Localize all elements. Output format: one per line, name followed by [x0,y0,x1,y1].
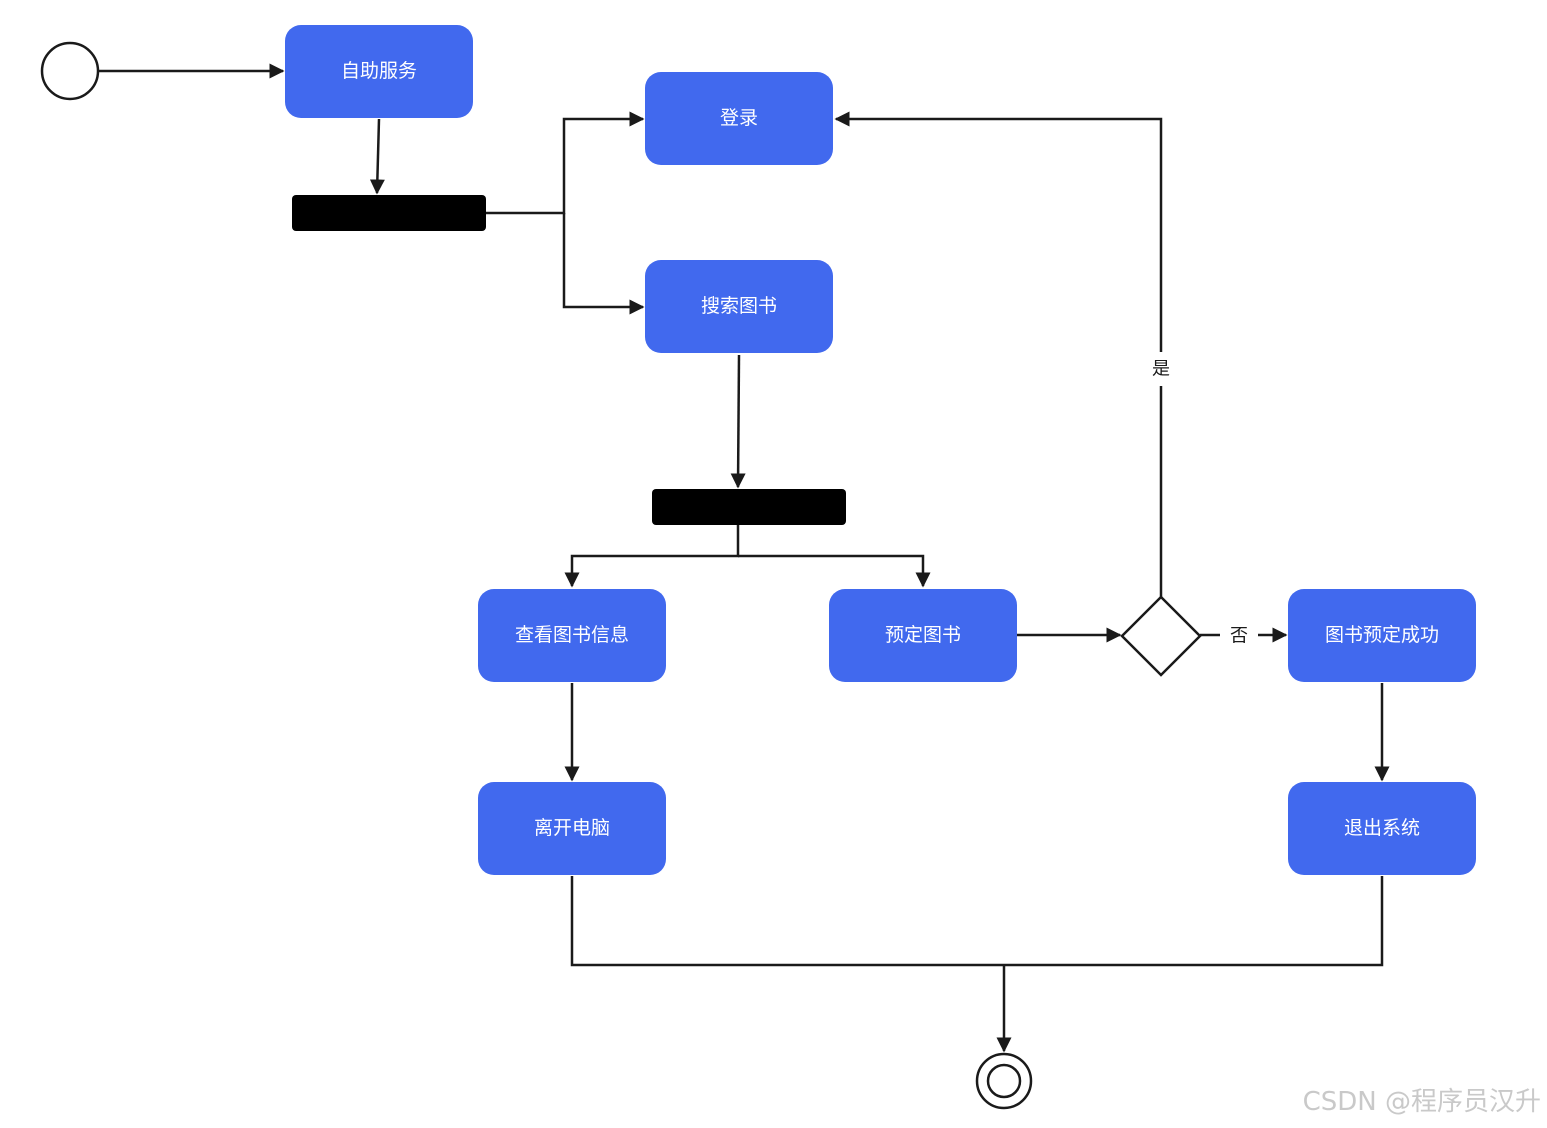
node-reserve-book: 预定图书 [829,589,1017,682]
node-login-label: 登录 [720,107,758,129]
fork-bar-1 [292,195,486,231]
node-search-books: 搜索图书 [645,260,833,353]
node-leave-computer-label: 离开电脑 [534,817,610,839]
node-self-service-label: 自助服务 [341,60,417,82]
edge-fork-to-view-info [564,524,740,588]
node-reserve-book-label: 预定图书 [885,624,961,646]
node-search-books-label: 搜索图书 [701,295,777,317]
initial-state [40,41,100,101]
edge-leave-to-merge [570,876,1384,967]
node-view-book-info: 查看图书信息 [478,589,666,682]
edge-label-yes: 是 [1152,359,1170,380]
edge-self-service-to-fork [369,118,385,195]
node-view-book-info-label: 查看图书信息 [515,624,629,646]
edge-label-no: 否 [1230,626,1248,647]
final-state [975,1052,1033,1110]
node-exit-system-label: 退出系统 [1344,817,1420,839]
node-leave-computer: 离开电脑 [478,782,666,875]
edge-decision-yes-to-login [834,111,1163,597]
fork-bar-2 [652,489,846,525]
node-exit-system: 退出系统 [1288,782,1476,875]
edge-fork-to-reserve [738,554,931,588]
edge-search-to-fork [730,354,746,489]
node-reserve-success-label: 图书预定成功 [1325,624,1439,646]
edge-fork-to-login [485,111,645,215]
node-login: 登录 [645,72,833,165]
node-self-service: 自助服务 [285,25,473,118]
watermark: CSDN @程序员汉升 [1302,1087,1541,1117]
edge-fork-to-search [562,213,645,315]
node-reserve-success: 图书预定成功 [1288,589,1476,682]
decision-diamond [1120,595,1202,677]
